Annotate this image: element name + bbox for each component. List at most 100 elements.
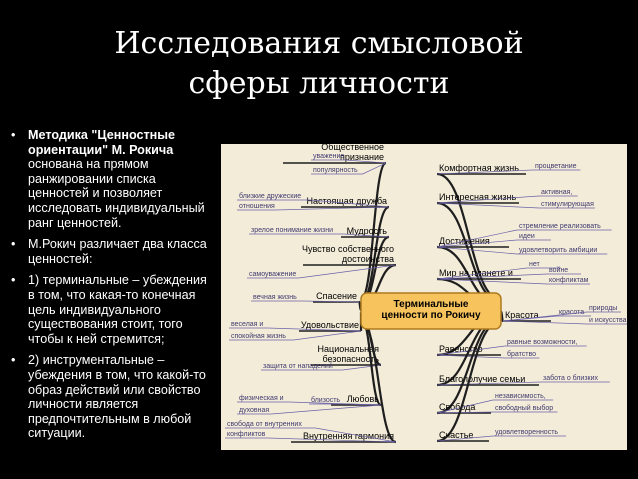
sub-connector xyxy=(342,364,382,371)
sub-connector xyxy=(345,159,387,164)
branch-label-R4: Красота xyxy=(505,310,539,320)
sub-item-label: нет xyxy=(529,261,541,268)
sub-connector xyxy=(436,273,548,280)
sub-connector xyxy=(310,199,390,208)
bullet-dot: • xyxy=(11,353,16,368)
sub-connector xyxy=(436,411,494,414)
branch-label-R1: Интересная жизнь xyxy=(439,192,516,202)
bullet-list: • Методика "Ценностные ориентации" М. Ро… xyxy=(8,128,212,448)
sub-connector xyxy=(502,320,588,325)
branch-label-L2: Мудрость xyxy=(347,226,388,236)
sub-connector xyxy=(436,267,528,280)
sub-item-label: близость xyxy=(311,396,340,404)
sub-item-label: братство xyxy=(507,350,536,358)
branch-label-R7: Свобода xyxy=(439,402,475,412)
bullet-dot: • xyxy=(11,273,16,288)
sub-connector xyxy=(436,169,534,175)
sub-connector xyxy=(362,162,387,175)
sub-connector xyxy=(436,381,542,386)
bullet-dot: • xyxy=(11,128,16,142)
branch-label-L4: Спасение xyxy=(316,291,357,301)
sub-item-label: удовлетворенность xyxy=(495,429,558,436)
sub-connector xyxy=(302,300,360,303)
sub-connector xyxy=(275,206,390,211)
bullet-text: 1) терминальные – убеждения в том, что к… xyxy=(28,273,207,346)
sub-connector xyxy=(436,399,494,414)
bullet-text: основана на прямом ранжировании списка ц… xyxy=(28,157,205,230)
bullet-item: • 2) инструментальные – убеждения в том,… xyxy=(8,353,212,441)
sub-connector xyxy=(502,311,588,322)
sub-item-label: процветание xyxy=(535,163,577,170)
slide-title: Исследования смысловой сферы личности xyxy=(0,24,638,104)
sub-connector xyxy=(271,404,382,415)
sub-connector xyxy=(436,435,494,442)
sub-connector xyxy=(343,233,390,238)
branch-label-R0: Комфортная жизнь xyxy=(439,163,519,173)
sub-item-label: духовная xyxy=(239,407,269,414)
sub-item-label: близкие дружеские xyxy=(239,192,301,200)
sub-item-label: стимулирующая xyxy=(541,201,594,208)
sub-connector xyxy=(436,246,518,255)
sub-item-label: независимость, xyxy=(495,393,546,400)
bullet-text: 2) инструментальные – убеждения в том, ч… xyxy=(28,353,206,441)
sub-connector xyxy=(436,354,506,359)
sub-connector xyxy=(315,427,397,443)
bullet-bold-text: Методика "Ценностные ориентации" М. Роки… xyxy=(28,128,176,157)
title-line-2: сферы личности xyxy=(188,66,450,101)
sub-item-label: забота о близких xyxy=(543,374,599,382)
sub-item-label: самоуважение xyxy=(249,271,296,278)
sub-item-label: свободный выбор xyxy=(495,404,553,412)
sub-connector xyxy=(436,239,518,248)
sub-connector xyxy=(436,202,540,209)
sub-connector xyxy=(436,195,540,204)
sub-connector xyxy=(267,437,397,443)
branch-label-R8: Счастье xyxy=(439,430,473,440)
sub-item-label: природы xyxy=(589,305,617,312)
sub-item-label: и искусства xyxy=(589,317,627,324)
branch-label-R3: Мир на планете и xyxy=(439,268,513,278)
sub-item-label: конфликтов xyxy=(227,431,266,438)
sub-connector xyxy=(293,330,362,341)
branch-label-L1: Настоящая дружба xyxy=(306,196,387,206)
branch-label-L8: Внутренняя гармония xyxy=(303,431,394,441)
bullet-item: • Методика "Ценностные ориентации" М. Ро… xyxy=(8,128,212,230)
bullet-item: • М.Рокич различает два класса ценностей… xyxy=(8,237,212,266)
mindmap-center-box xyxy=(360,292,502,330)
sub-item-label: войне xyxy=(549,266,568,274)
sub-item-label: спокойная жизнь xyxy=(231,332,286,340)
sub-item-label: уважение xyxy=(313,153,344,160)
branch-label-R5: Равенство xyxy=(439,344,483,354)
sub-item-label: красота xyxy=(559,309,584,316)
sub-item-label: популярность xyxy=(313,167,358,174)
sub-item-label: свобода от внутренних xyxy=(227,420,302,428)
sub-item-label: равные возможности, xyxy=(507,339,578,346)
bullet-text: М.Рокич различает два класса ценностей: xyxy=(28,237,207,266)
sub-item-label: стремление реализовать xyxy=(519,223,601,230)
sub-item-label: идеи xyxy=(519,233,535,240)
title-line-1: Исследования смысловой xyxy=(114,26,524,61)
sub-item-label: активная, xyxy=(541,189,572,196)
sub-connector xyxy=(298,264,397,279)
sub-connector xyxy=(436,278,548,285)
sub-item-label: вечная жизнь xyxy=(253,294,297,301)
bullet-item: • 1) терминальные – убеждения в том, что… xyxy=(8,273,212,346)
bullet-dot: • xyxy=(11,237,16,252)
sub-connector xyxy=(436,229,518,248)
branch-label-R6: Благополучие семьи xyxy=(439,374,525,384)
sub-connector xyxy=(436,345,506,356)
sub-item-label: физическая и xyxy=(239,395,284,402)
sub-item-label: зрелое понимание жизни xyxy=(251,227,333,234)
sub-connector xyxy=(267,327,362,332)
sub-item-label: отношения xyxy=(239,203,275,210)
sub-item-label: защита от нападений xyxy=(263,362,333,370)
branch-label-L5: Удовольствие xyxy=(301,320,359,330)
sub-item-label: конфликтам xyxy=(549,277,589,284)
branch-label-L7: Любовь xyxy=(347,394,380,404)
sub-item-label: удовлетворить амбиции xyxy=(519,246,597,254)
